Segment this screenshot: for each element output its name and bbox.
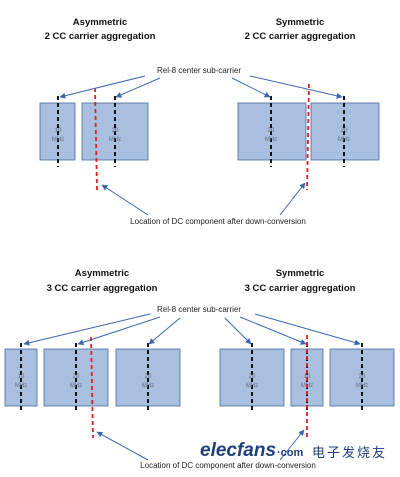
bottom-cc-1: 10 MHz <box>4 343 38 413</box>
bottom-cc-3-mhz: 20 <box>145 374 152 380</box>
bottom-cc-2: 20 MHz <box>43 343 109 413</box>
bottom-right-title-line2: 3 CC carrier aggregation <box>245 283 356 294</box>
top-center-subcarrier-label: Rel-8 center sub-carrier <box>157 66 241 75</box>
top-cc-4-mhz: 20 <box>341 128 348 134</box>
bottom-center-arrows <box>23 313 361 346</box>
top-right-title-line1: Symmetric <box>276 17 325 28</box>
bottom-cc-3: 20 MHz <box>115 343 181 413</box>
top-cc-3-mhz: 20 <box>268 128 275 134</box>
bottom-cc-1-unit: MHz <box>15 383 27 389</box>
top-dc-label: Location of DC component after down-conv… <box>130 217 306 226</box>
top-cc-4-unit: MHz <box>338 137 350 143</box>
bottom-cc-4-unit: MHz <box>246 383 258 389</box>
bottom-left-title-line1: Asymmetric <box>75 268 129 279</box>
top-left-title-line1: Asymmetric <box>73 17 127 28</box>
top-cc-2-unit: MHz <box>109 137 121 143</box>
bottom-cc-4-mhz: 20 <box>249 374 256 380</box>
bottom-cc-4: 20 MHz <box>219 343 285 413</box>
bottom-center-subcarrier-label: Rel-8 center sub-carrier <box>157 305 241 314</box>
top-cc-2: 20 MHz <box>81 96 149 167</box>
top-cc-1-mhz: 10 <box>55 128 62 134</box>
bottom-dc-label: Location of DC component after down-conv… <box>140 461 316 470</box>
top-right-title-line2: 2 CC carrier aggregation <box>245 31 356 42</box>
bottom-cc-6-mhz: 20 <box>359 374 366 380</box>
bottom-right-title-line1: Symmetric <box>276 268 325 279</box>
watermark-chinese: 电子发烧友 <box>312 445 387 461</box>
bottom-asym-dc-line <box>90 336 94 439</box>
bottom-cc-6-unit: MHz <box>356 383 368 389</box>
bottom-cc-1-mhz: 10 <box>18 374 25 380</box>
watermark-domain: ·com <box>277 447 304 459</box>
top-left-title-line2: 2 CC carrier aggregation <box>45 31 156 42</box>
bottom-dc-arrows <box>96 429 305 461</box>
top-cc-4: 20 MHz <box>310 96 380 167</box>
bottom-cc-6: 20 MHz <box>329 343 395 413</box>
top-center-arrows <box>59 75 343 99</box>
top-cc-3-unit: MHz <box>265 137 277 143</box>
bottom-cc-3-unit: MHz <box>142 383 154 389</box>
bottom-left-title-line2: 3 CC carrier aggregation <box>47 283 158 294</box>
watermark-brand: elecfans <box>200 440 276 461</box>
top-dc-arrows <box>101 182 306 216</box>
bottom-cc-2-unit: MHz <box>70 383 82 389</box>
bottom-cc-2-mhz: 20 <box>73 374 80 380</box>
top-cc-1-unit: MHz <box>52 137 64 143</box>
top-asym-dc-line <box>94 87 98 191</box>
elecfans-watermark: elecfans ·com 电子发烧友 <box>200 440 387 461</box>
top-cc-3: 20 MHz <box>237 96 307 167</box>
top-sym-dc-line <box>306 83 310 191</box>
top-cc-2-mhz: 20 <box>112 128 119 134</box>
top-cc-1: 10 MHz <box>39 96 76 167</box>
